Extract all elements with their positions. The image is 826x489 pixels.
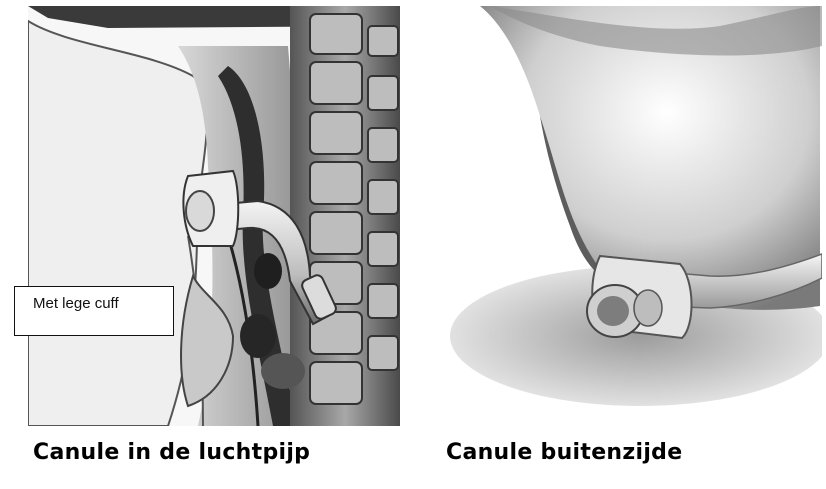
- callout-label: Met lege cuff: [14, 286, 174, 336]
- right-caption: Canule buitenzijde: [446, 440, 682, 465]
- neck-exterior-illustration: [420, 6, 822, 426]
- left-caption: Canule in de luchtpijp: [33, 440, 310, 465]
- neck-cross-section-illustration: [28, 6, 400, 426]
